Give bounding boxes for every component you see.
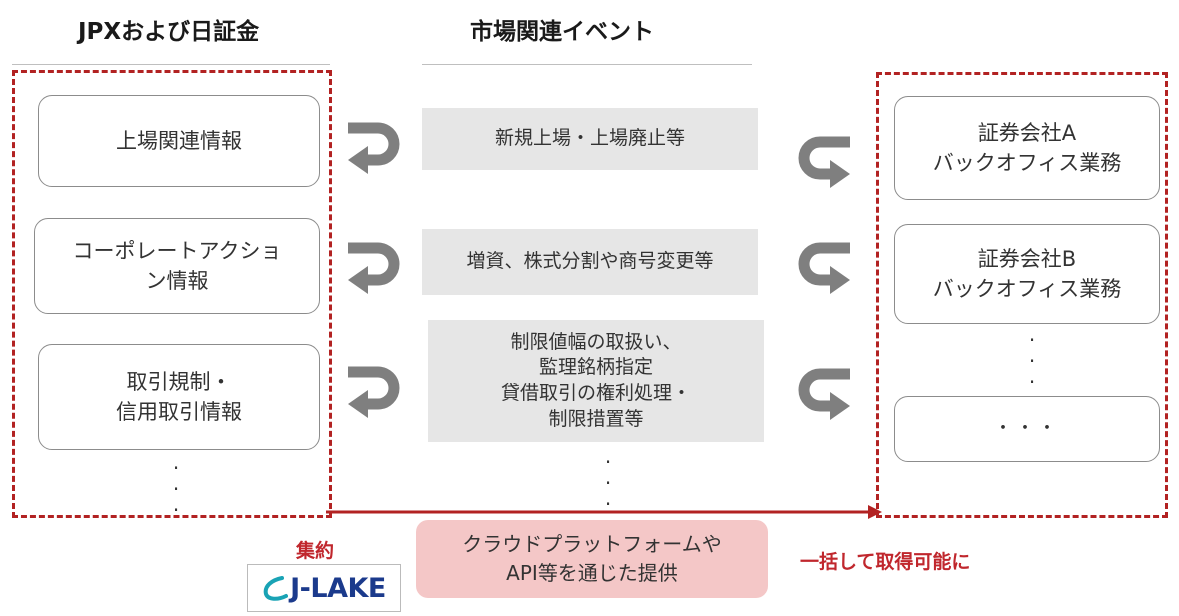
left-dashed-group	[12, 70, 332, 518]
left-header: JPXおよび日証金	[78, 19, 260, 45]
cloud-provision-box: クラウドプラットフォームや API等を通じた提供	[416, 520, 768, 598]
left-box-corporate-action-info: コーポレートアクショ ン情報	[34, 218, 320, 314]
right-box-broker-a: 証券会社A バックオフィス業務	[894, 96, 1160, 200]
bulk-acquisition-label: 一括して取得可能に	[800, 551, 971, 573]
event-box-capital-change: 増資、株式分割や商号変更等	[422, 229, 758, 295]
uturn-right-arrow-2	[798, 242, 850, 294]
left-box-trading-regulation-info: 取引規制・ 信用取引情報	[38, 344, 320, 450]
center-header-rule	[422, 64, 752, 65]
uturn-left-arrow-2	[348, 242, 400, 294]
center-ellipsis: . . .	[604, 444, 612, 510]
left-header-rule	[12, 64, 330, 65]
left-box-listing-info: 上場関連情報	[38, 95, 320, 187]
uturn-right-arrow-3	[798, 368, 850, 420]
center-header: 市場関連イベント	[470, 19, 654, 45]
j-lake-swoosh-icon	[263, 576, 289, 601]
event-box-listing: 新規上場・上場廃止等	[422, 108, 758, 170]
right-ellipsis: . . .	[1028, 322, 1036, 388]
right-box-broker-b: 証券会社B バックオフィス業務	[894, 224, 1160, 324]
uturn-left-arrow-3	[348, 366, 400, 418]
aggregate-label: 集約	[296, 540, 335, 562]
j-lake-logo-text: J-LAKE	[290, 572, 386, 604]
j-lake-logo: J-LAKE	[247, 564, 401, 612]
left-ellipsis: . . .	[172, 450, 180, 516]
event-box-trading-restrictions: 制限値幅の取扱い、 監理銘柄指定 貸借取引の権利処理・ 制限措置等	[428, 320, 764, 442]
right-dashed-group	[876, 72, 1168, 518]
uturn-left-arrow-1	[348, 122, 400, 174]
uturn-right-arrow-1	[798, 136, 850, 188]
flow-arrow-to-brokers	[326, 505, 882, 519]
right-box-others: ・・・	[894, 396, 1160, 462]
